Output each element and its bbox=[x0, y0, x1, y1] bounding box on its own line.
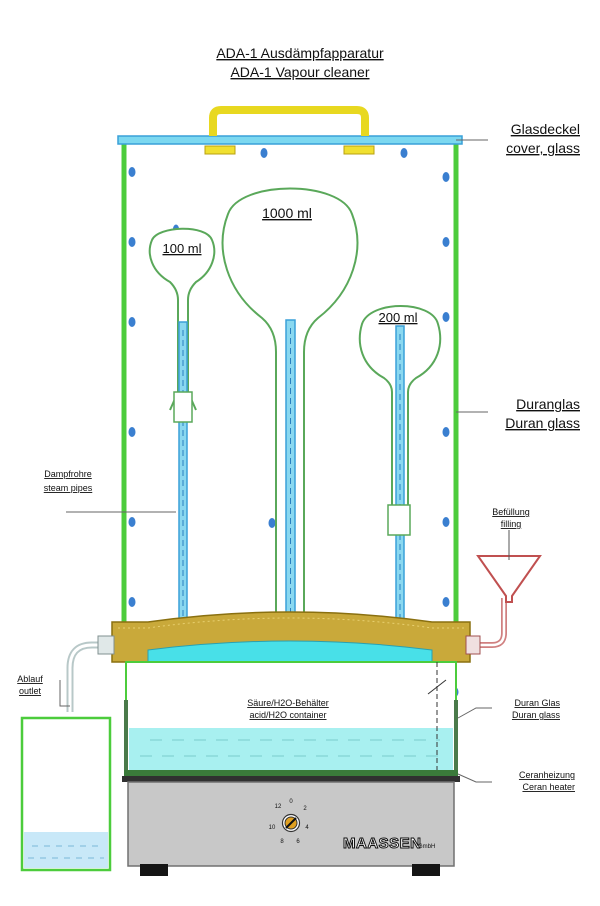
dial-mark-10: 10 bbox=[269, 825, 276, 831]
heater-dial: 12 0 2 4 6 8 10 bbox=[269, 799, 310, 845]
label-cover-de: Glasdeckel bbox=[511, 121, 580, 137]
label-steam-pipes-en: steam pipes bbox=[44, 483, 93, 493]
label-steam-pipes-de: Dampfrohre bbox=[44, 469, 92, 479]
dial-mark-0: 0 bbox=[289, 799, 293, 805]
label-filling-en: filling bbox=[501, 519, 522, 529]
label-cover-en: cover, glass bbox=[506, 140, 580, 156]
outlet-beaker bbox=[20, 716, 112, 872]
steam-pipes bbox=[173, 319, 411, 641]
title-line-2: ADA-1 Vapour cleaner bbox=[230, 64, 369, 80]
label-duran-glas-en: Duran glass bbox=[512, 710, 561, 720]
label-container-en: acid/H2O container bbox=[249, 710, 326, 720]
label-outlet-en: outlet bbox=[19, 686, 42, 696]
label-duran-glas-de: Duran Glas bbox=[514, 698, 560, 708]
label-filling-de: Befüllung bbox=[492, 507, 530, 517]
brand-logo: MAASSEN bbox=[343, 835, 422, 852]
dial-mark-6: 6 bbox=[296, 839, 300, 845]
dial-mark-8: 8 bbox=[280, 839, 284, 845]
base-plate bbox=[111, 611, 471, 663]
filling-funnel bbox=[465, 530, 542, 655]
dial-mark-2: 2 bbox=[303, 806, 307, 812]
title-line-1: ADA-1 Ausdämpfapparatur bbox=[216, 45, 384, 61]
label-outlet-de: Ablauf bbox=[17, 674, 43, 684]
acid-container bbox=[124, 661, 458, 776]
label-heater-en: Ceran heater bbox=[522, 782, 575, 792]
label-duranglas-de: Duranglas bbox=[516, 396, 580, 412]
leader-lines bbox=[59, 139, 492, 783]
label-container-de: Säure/H2O-Behälter bbox=[247, 698, 329, 708]
label-flask-100ml: 100 ml bbox=[162, 241, 201, 256]
label-heater-de: Ceranheizung bbox=[519, 770, 575, 780]
label-flask-1000ml: 1000 ml bbox=[262, 205, 312, 221]
brand-suffix: GmbH bbox=[418, 844, 435, 850]
label-duranglas-en: Duran glass bbox=[505, 415, 580, 431]
dial-mark-4: 4 bbox=[305, 825, 309, 831]
dial-mark-12: 12 bbox=[275, 804, 282, 810]
ceran-heater: 12 0 2 4 6 8 10 MAASSEN GmbH bbox=[122, 776, 460, 876]
outlet-tube bbox=[66, 635, 115, 712]
label-flask-200ml: 200 ml bbox=[378, 310, 417, 325]
